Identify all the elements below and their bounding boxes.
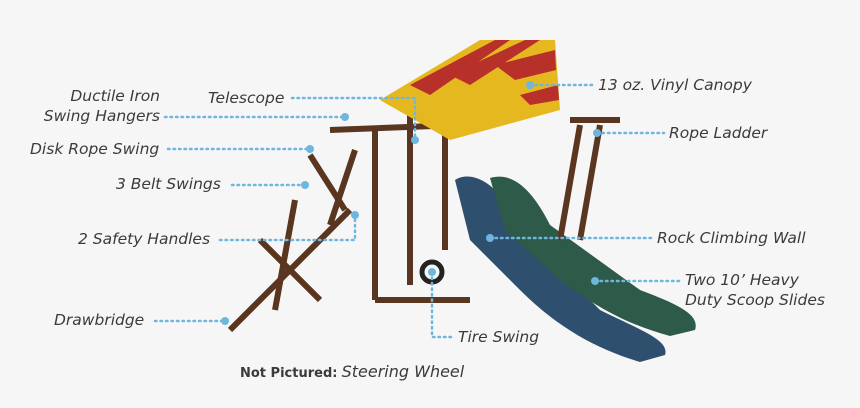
label-telescope: Telescope xyxy=(208,89,285,107)
leader-dot xyxy=(351,211,359,219)
label-rock-climbing-wall: Rock Climbing Wall xyxy=(657,229,806,247)
leader-dot xyxy=(306,145,314,153)
leader-dot xyxy=(526,81,534,89)
leader-line xyxy=(290,96,417,142)
leader-line xyxy=(430,270,457,339)
label-tire-swing: Tire Swing xyxy=(458,328,540,346)
label-line: Duty Scoop Slides xyxy=(685,291,825,309)
label-belt-swings: 3 Belt Swings xyxy=(116,175,221,193)
not-pictured-note: Not Pictured: Steering Wheel xyxy=(240,362,464,381)
label-drawbridge: Drawbridge xyxy=(54,311,145,329)
leader-dot xyxy=(591,277,599,285)
leader-dots xyxy=(221,81,601,325)
label-line: Ductile Iron xyxy=(70,87,160,105)
label-ductile-iron-swing-hangers: Ductile Iron Swing Hangers xyxy=(44,86,160,126)
label-disk-rope-swing: Disk Rope Swing xyxy=(30,140,160,158)
leader-dot xyxy=(341,113,349,121)
leader-dot xyxy=(593,129,601,137)
label-safety-handles: 2 Safety Handles xyxy=(78,230,211,248)
leader-dot xyxy=(428,268,436,276)
label-scoop-slides: Two 10’ Heavy Duty Scoop Slides xyxy=(685,270,825,310)
leader-lines xyxy=(153,83,682,339)
label-line: Two 10’ Heavy xyxy=(685,271,799,289)
label-line: Swing Hangers xyxy=(43,107,160,125)
not-pictured-item: Steering Wheel xyxy=(341,362,465,381)
leader-dot xyxy=(486,234,494,242)
wood-frame xyxy=(227,110,620,333)
leader-dot xyxy=(221,317,229,325)
leader-line xyxy=(218,213,357,242)
canopy-stripes xyxy=(410,40,559,105)
label-vinyl-canopy: 13 oz. Vinyl Canopy xyxy=(598,76,752,94)
slides xyxy=(455,176,696,362)
label-rope-ladder: Rope Ladder xyxy=(669,124,768,142)
leader-dot xyxy=(411,136,419,144)
not-pictured-prefix: Not Pictured: xyxy=(240,366,338,381)
leader-dot xyxy=(301,181,309,189)
